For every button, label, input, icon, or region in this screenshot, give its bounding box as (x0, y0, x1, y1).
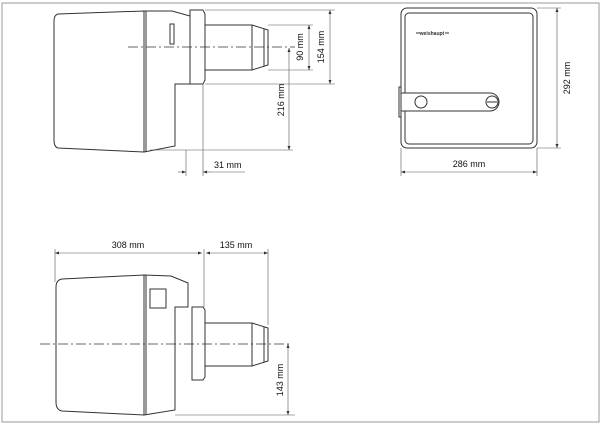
dim-308: 308 mm (112, 240, 145, 250)
dim-292: 292 mm (562, 62, 572, 95)
side-view-bottom: 308 mm 135 mm 143 mm (40, 240, 295, 416)
side-view-top: 154 mm 90 mm 216 mm 31 mm (53, 9, 335, 176)
flange (191, 306, 206, 381)
dim-286: 286 mm (453, 159, 486, 169)
housing-front (143, 274, 189, 416)
housing-body (53, 10, 145, 153)
dim-90: 90 mm (295, 33, 305, 61)
housing-front (143, 10, 191, 153)
dim-154: 154 mm (316, 31, 326, 64)
dim-31: 31 mm (214, 160, 242, 170)
window (149, 288, 167, 309)
flange (189, 9, 206, 85)
blast-tube (204, 24, 269, 71)
housing-body (55, 274, 145, 416)
front-view: weishaupt 292 mm 286 mm (398, 7, 572, 176)
dim-143: 143 mm (275, 364, 285, 397)
weishaupt-logo: weishaupt (419, 31, 445, 37)
cover (400, 7, 538, 149)
dim-216: 216 mm (276, 84, 286, 117)
dim-135: 135 mm (220, 240, 253, 250)
blast-tube (204, 322, 269, 367)
reset-button-icon (414, 95, 428, 109)
